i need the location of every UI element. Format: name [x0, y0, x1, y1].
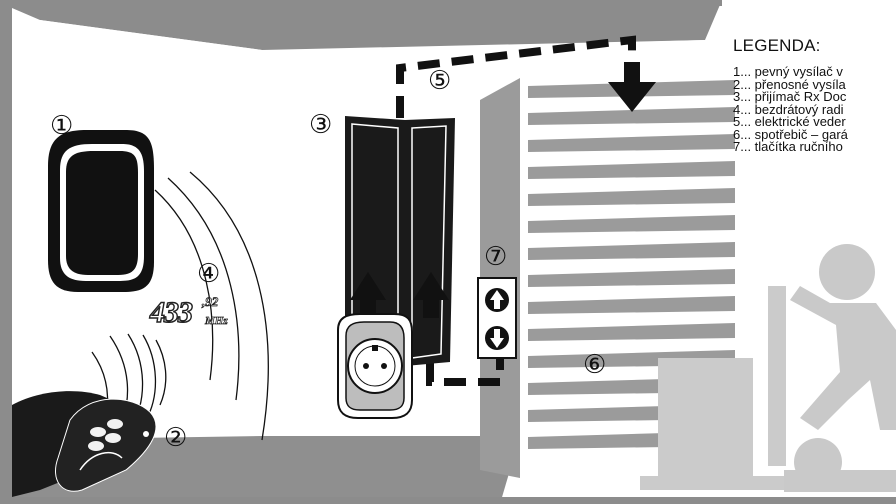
legend-item-4: 4... bezdrátový radi [733, 101, 844, 117]
socket-to-receiver-arrow [350, 272, 386, 318]
door-slat [528, 296, 735, 314]
legend-item-1: 1... pevný vysílač v [733, 64, 843, 79]
door-slat [528, 107, 735, 125]
callout-3: ③ [309, 110, 333, 140]
socket-icon [337, 313, 413, 419]
callout-1: ① [50, 111, 74, 141]
door-slat [528, 323, 735, 341]
callout-2: ② [164, 423, 188, 453]
remote-control-icon [12, 391, 157, 497]
person-pushing-cart-icon [640, 244, 896, 492]
wire-to-door-arrow [608, 62, 656, 112]
legend-item-7: 7... tlačítka ručního [733, 139, 843, 154]
manual-buttons-panel [477, 277, 517, 359]
legend-title: LEGENDA: [733, 36, 821, 55]
callout-7: ⑦ [484, 242, 508, 272]
frequency-decimal: ,92 [202, 294, 219, 310]
legend-item-5: 5... elektrické veder [733, 114, 846, 129]
arrows [350, 62, 656, 318]
door-slat [528, 269, 735, 287]
legend-item-3: 3... přijímač Rx Doc [733, 89, 847, 104]
legend-item-2: 2... přenosné vysíla [733, 76, 846, 92]
button-to-receiver-arrow [413, 272, 449, 318]
door-slat [528, 134, 735, 152]
door-slats [528, 80, 735, 449]
legend: LEGENDA: 1... pevný vysílač v 2... přeno… [733, 36, 848, 154]
legend-item-6: 6... spotřebič – gará [733, 126, 848, 142]
door-slat [528, 188, 735, 206]
radio-signal-arcs [91, 171, 269, 441]
callout-5: ⑤ [428, 66, 452, 96]
door-slat [528, 215, 735, 233]
door-slat [528, 161, 735, 179]
frequency-main: 433 [149, 295, 193, 329]
frequency-unit: MHz [205, 315, 228, 328]
callout-4: ④ [197, 259, 221, 289]
door-slat [528, 242, 735, 260]
callout-6: ⑥ [583, 350, 607, 380]
wall-transmitter-icon [48, 130, 154, 292]
